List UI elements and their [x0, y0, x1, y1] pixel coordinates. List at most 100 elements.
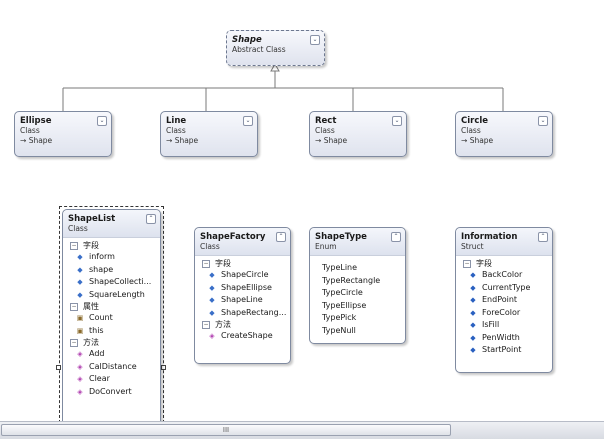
field-icon: ◆ [470, 308, 476, 317]
member-name: ShapeLine [221, 295, 263, 304]
member-method[interactable]: ◈Clear [63, 373, 160, 386]
line-class[interactable]: Line Class → Shape ⌄ [160, 111, 258, 157]
member-method[interactable]: ◈DoConvert [63, 386, 160, 399]
section-fields[interactable]: −字段 [195, 258, 290, 269]
class-kind: Class [200, 242, 220, 251]
method-icon: ◈ [209, 332, 215, 340]
chevron-double-up-icon[interactable]: ⌃ [276, 232, 286, 242]
member-name: ShapeEllipse [221, 282, 272, 292]
enum-value[interactable]: TypeNull [322, 325, 356, 335]
member-field[interactable]: ◆ShapeCollecti... [63, 276, 160, 289]
class-name: Rect [315, 116, 337, 126]
ellipse-class[interactable]: Ellipse Class → Shape ⌄ [14, 111, 112, 157]
rect-class[interactable]: Rect Class → Shape ⌄ [309, 111, 407, 157]
class-kind: Abstract Class [232, 45, 286, 54]
class-kind: Class [315, 126, 335, 135]
base-class: → Shape [315, 136, 401, 146]
member-field[interactable]: ◆ShapeEllipse [195, 282, 290, 295]
section-fields[interactable]: −字段 [456, 258, 552, 269]
member-field[interactable]: ◆BackColor [456, 269, 552, 282]
collapse-minus-icon[interactable]: − [70, 302, 78, 311]
member-method[interactable]: ◈CalDistance [63, 361, 160, 374]
member-name: ShapeCollecti... [89, 277, 152, 286]
collapse-minus-icon[interactable]: − [70, 241, 78, 250]
section-fields[interactable]: −字段 [63, 240, 160, 251]
collapse-minus-icon[interactable]: − [463, 259, 471, 268]
shapetype-enum[interactable]: ShapeType Enum ⌃ TypeLine TypeRectangle … [309, 227, 406, 344]
member-field[interactable]: ◆CurrentType [456, 282, 552, 295]
shapelist-header: ShapeList Class [63, 210, 160, 237]
arrow-inherit-icon: → [461, 136, 468, 145]
chevron-double-down-icon[interactable]: ⌄ [97, 116, 107, 126]
class-kind: Class [68, 224, 88, 233]
chevron-double-down-icon[interactable]: ⌄ [538, 116, 548, 126]
member-name: shape [89, 264, 114, 274]
member-field[interactable]: ◆EndPoint [456, 294, 552, 307]
chevron-double-down-icon[interactable]: ⌄ [310, 35, 320, 45]
field-icon: ◆ [77, 265, 83, 274]
collapse-minus-icon[interactable]: − [202, 259, 210, 268]
shapetype-header: ShapeType Enum [310, 228, 405, 255]
chevron-double-down-icon[interactable]: ⌄ [243, 116, 253, 126]
member-field[interactable]: ◆ shape [63, 264, 160, 277]
member-field[interactable]: ◆ShapeRectang... [195, 307, 290, 320]
member-name: StartPoint [482, 345, 522, 354]
member-method[interactable]: ◈ CreateShape [195, 330, 290, 343]
section-label: 字段 [476, 259, 492, 268]
chevron-double-up-icon[interactable]: ⌃ [538, 232, 548, 242]
enum-value[interactable]: TypeCircle [322, 288, 363, 297]
base-class-name: Shape [28, 136, 53, 145]
chevron-double-up-icon[interactable]: ⌃ [391, 232, 401, 242]
member-property[interactable]: ▣this [63, 325, 160, 338]
base-class-name: Shape [174, 136, 199, 145]
class-kind: Class [166, 126, 186, 135]
base-class-name: Shape [469, 136, 494, 145]
collapse-minus-icon[interactable]: − [70, 338, 78, 347]
collapse-minus-icon[interactable]: − [202, 320, 210, 329]
resize-handle-right[interactable] [161, 365, 166, 370]
member-method[interactable]: ◈Add [63, 348, 160, 361]
enum-name: ShapeType [315, 232, 367, 242]
member-field[interactable]: ◆SquareLength [63, 289, 160, 302]
information-header: Information Struct [456, 228, 552, 255]
circle-header: Circle Class → Shape [456, 112, 552, 149]
member-field[interactable]: ◆StartPoint [456, 344, 552, 357]
member-property[interactable]: ▣Count [63, 312, 160, 325]
field-icon: ◆ [470, 283, 476, 292]
member-name: SquareLength [89, 289, 145, 299]
member-name: CreateShape [221, 331, 273, 340]
property-icon: ▣ [76, 326, 84, 335]
shape-abstract-class[interactable]: Shape Abstract Class ⌄ [226, 30, 325, 66]
member-name: ShapeRectang... [221, 307, 287, 317]
section-methods[interactable]: −方法 [195, 319, 290, 330]
class-name: Shape [232, 35, 262, 45]
member-field[interactable]: ◆ForeColor [456, 307, 552, 320]
enum-value[interactable]: TypeLine [322, 263, 358, 272]
arrow-inherit-icon: → [315, 136, 322, 145]
section-methods[interactable]: −方法 [63, 337, 160, 348]
field-icon: ◆ [209, 271, 215, 279]
resize-handle-left[interactable] [56, 365, 61, 370]
circle-class[interactable]: Circle Class → Shape ⌄ [455, 111, 553, 157]
enum-value[interactable]: TypeEllipse [322, 300, 367, 310]
information-struct[interactable]: Information Struct ⌃ −字段 ◆BackColor ◆Cur… [455, 227, 553, 373]
member-field[interactable]: ◆IsFill [456, 319, 552, 332]
scrollbar-thumb[interactable]: III [1, 424, 451, 436]
shapefactory-class[interactable]: ShapeFactory Class ⌃ −字段 ◆ShapeCircle ◆S… [194, 227, 291, 364]
line-header: Line Class → Shape [161, 112, 257, 149]
member-field[interactable]: ◆inform [63, 251, 160, 264]
enum-value[interactable]: TypePick [322, 313, 357, 322]
chevron-double-down-icon[interactable]: ⌄ [392, 116, 402, 126]
member-field[interactable]: ◆ShapeCircle [195, 269, 290, 282]
section-label: 方法 [215, 320, 231, 329]
enum-value[interactable]: TypeRectangle [322, 275, 381, 285]
member-field[interactable]: ◆PenWidth [456, 332, 552, 345]
horizontal-scrollbar[interactable]: III [0, 421, 604, 439]
chevron-double-up-icon[interactable]: ⌃ [146, 214, 156, 224]
member-field[interactable]: ◆ShapeLine [195, 294, 290, 307]
shapelist-class[interactable]: ShapeList Class ⌃ −字段 ◆inform ◆ shape ◆Sh… [62, 209, 161, 423]
method-icon: ◈ [77, 375, 83, 383]
section-properties[interactable]: −属性 [63, 301, 160, 312]
